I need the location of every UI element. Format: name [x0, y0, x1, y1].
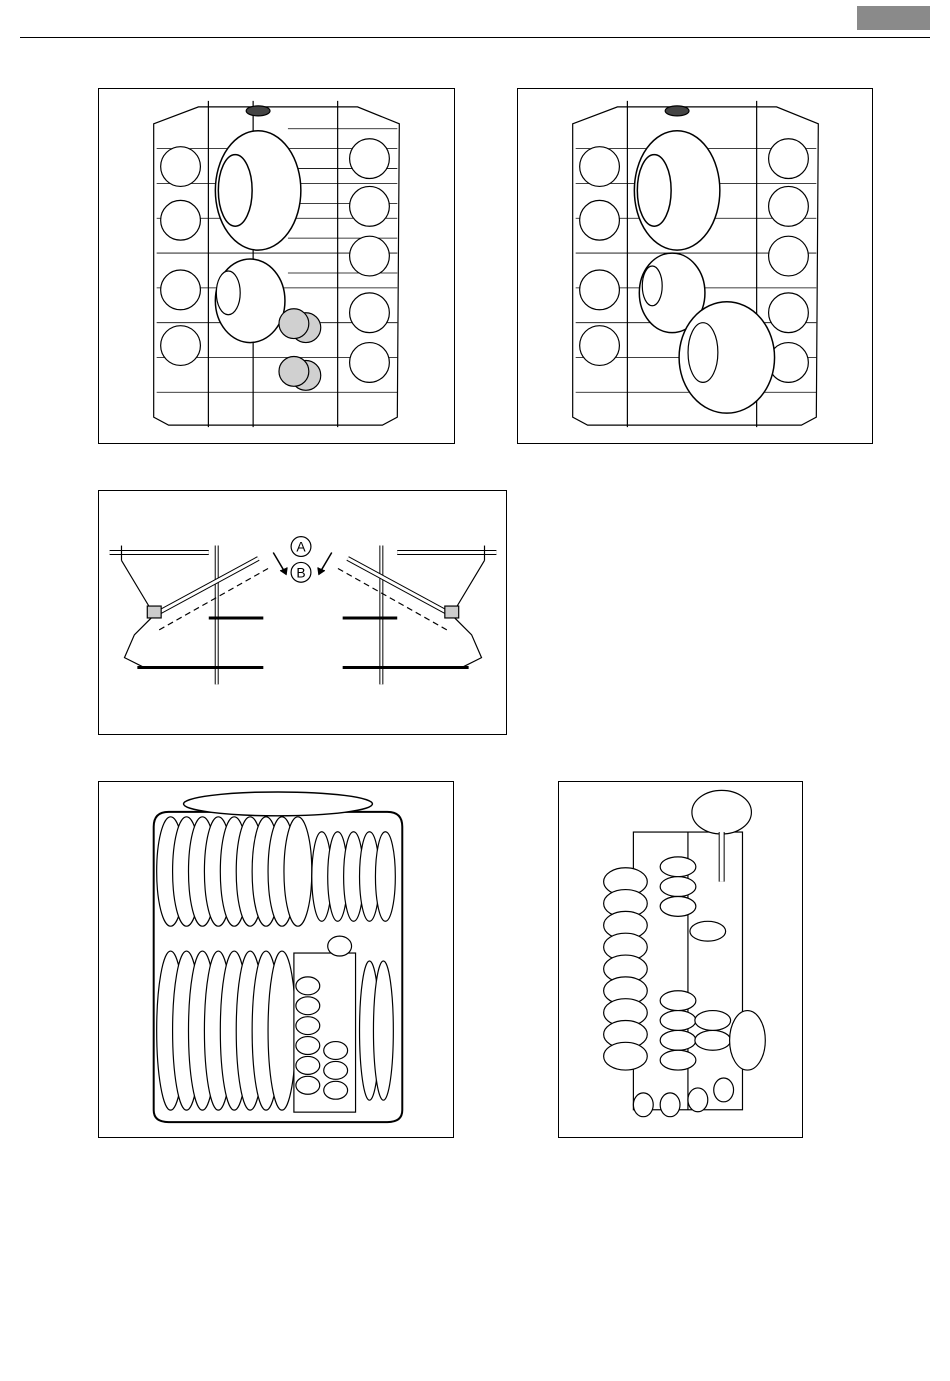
- upper-basket-cups-plate-icon: [518, 89, 872, 443]
- page-tab-marker: [857, 6, 930, 30]
- cutlery-basket-icon: [559, 782, 802, 1137]
- header-rule: [20, 37, 930, 38]
- figure-cutlery-basket: [558, 781, 803, 1138]
- figure-upper-basket-cups-plate: [517, 88, 873, 444]
- label-b: B: [296, 564, 305, 580]
- figure-cup-rack-positions: A B: [98, 490, 507, 735]
- upper-basket-cups-glasses-icon: [99, 89, 454, 443]
- figure-lower-basket-plates: [98, 781, 454, 1138]
- lower-basket-plates-cutlery-icon: [99, 782, 453, 1137]
- label-a: A: [296, 539, 306, 555]
- cup-rack-adjustment-icon: A B: [99, 491, 506, 734]
- figure-upper-basket-cups-glasses: [98, 88, 455, 444]
